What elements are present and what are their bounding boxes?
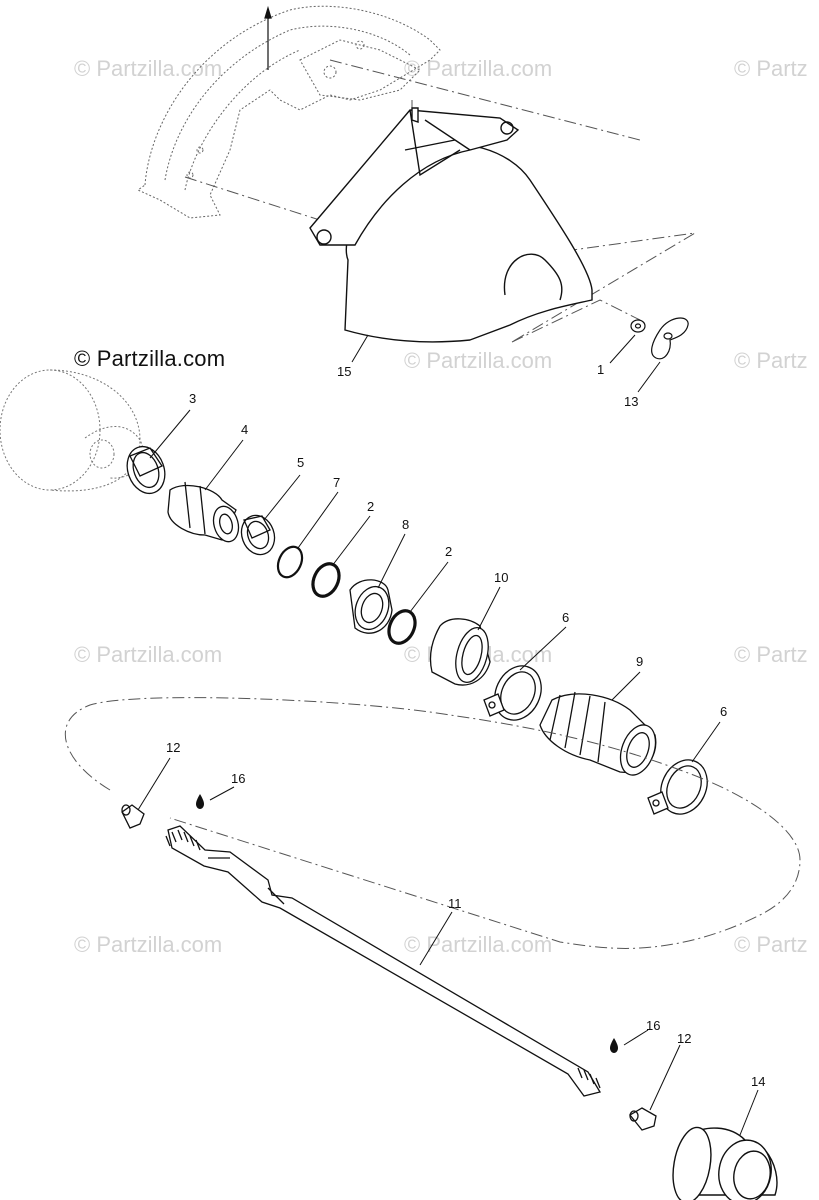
bearing-part xyxy=(349,579,393,634)
watermark: © Partz xyxy=(734,56,808,81)
callout-number: 14 xyxy=(751,1074,765,1089)
watermark: © Partzilla.com xyxy=(404,348,552,373)
ring-part xyxy=(311,562,341,598)
watermark: © Partz xyxy=(734,932,808,957)
callout-number: 10 xyxy=(494,570,508,585)
callout-number: 6 xyxy=(720,704,727,719)
pin-part xyxy=(121,804,145,829)
clamp-part xyxy=(483,665,542,721)
grease-drop-icon xyxy=(610,1038,618,1053)
callout-number: 16 xyxy=(231,771,245,786)
pin-part xyxy=(629,1107,657,1131)
partzilla-brand-label: © Partzilla.com xyxy=(74,346,226,371)
watermark: © Partzilla.com xyxy=(74,932,222,957)
callout-number: 11 xyxy=(448,896,462,911)
callout-number: 12 xyxy=(677,1031,691,1046)
jet-pump-cover xyxy=(309,107,593,343)
watermark: © Partzilla.com xyxy=(74,642,222,667)
boot-part xyxy=(167,481,240,543)
arrow-head-icon xyxy=(264,5,272,19)
callout-number: 13 xyxy=(624,394,638,409)
washer-part xyxy=(630,319,646,333)
assembly-boundary-loop xyxy=(64,697,801,949)
callout-number: 8 xyxy=(402,517,409,532)
watermark: © Partz xyxy=(734,348,808,373)
boot-part xyxy=(539,691,657,776)
watermark: © Partzilla.com xyxy=(404,932,552,957)
callout-number: 12 xyxy=(166,740,180,755)
callout-number: 16 xyxy=(646,1018,660,1033)
sleeve-part xyxy=(429,618,491,686)
callout-number: 1 xyxy=(597,362,604,377)
grease-drop-icon xyxy=(196,794,204,809)
jet-pump-phantom xyxy=(0,369,144,492)
callout-number: 2 xyxy=(445,544,452,559)
callout-number: 2 xyxy=(367,499,374,514)
callout-number: 4 xyxy=(241,422,248,437)
callout-leaders xyxy=(137,334,759,1136)
clamp-part xyxy=(647,759,708,815)
o-ring-part xyxy=(276,545,304,579)
hull-bracket-phantom xyxy=(137,5,441,219)
bearing-housing-part xyxy=(672,1126,778,1200)
watermark: © Partzilla.com xyxy=(74,56,222,81)
watermark: © Partz xyxy=(734,642,808,667)
callout-number: 5 xyxy=(297,455,304,470)
clamp-part xyxy=(240,514,276,556)
callout-number: 9 xyxy=(636,654,643,669)
drive-shaft-part xyxy=(165,825,602,1097)
watermark: © Partzilla.com xyxy=(404,56,552,81)
clamp-part xyxy=(126,445,166,495)
wing-nut-part xyxy=(651,317,689,360)
callout-number: 7 xyxy=(333,475,340,490)
callout-number: 6 xyxy=(562,610,569,625)
callout-number: 3 xyxy=(189,391,196,406)
callout-number: 15 xyxy=(337,364,351,379)
ring-part xyxy=(387,609,417,645)
